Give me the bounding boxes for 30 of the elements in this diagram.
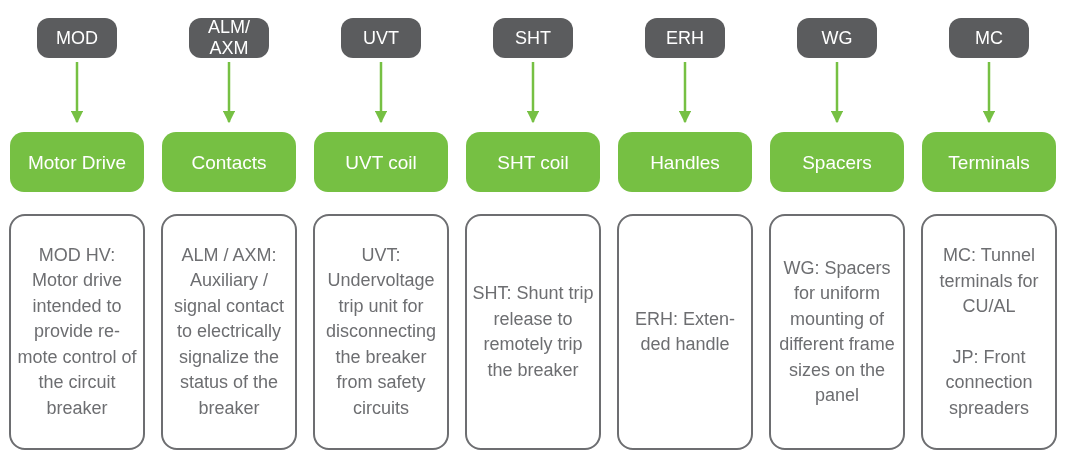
description-box: SHT: Shunt trip release to remotely trip the breaker: [465, 214, 601, 450]
code-label: MC: [949, 18, 1029, 58]
category-box: Motor Drive: [10, 132, 144, 192]
code-label: ALM/ AXM: [189, 18, 269, 58]
description-box: [921, 214, 1057, 450]
category-box: Contacts: [162, 132, 296, 192]
code-label: MOD: [37, 18, 117, 58]
description-box: WG: Spacers for uniform mounting of different frame sizes on the panel: [769, 214, 905, 450]
code-label: WG: [797, 18, 877, 58]
description-box: ERH: Exten-ded handle: [617, 214, 753, 450]
arrow: [70, 62, 84, 124]
description-text: MC: Tunnel terminals for CU/AL: [938, 244, 1040, 318]
arrow: [678, 62, 692, 124]
category-box: Spacers: [770, 132, 904, 192]
code-label: UVT: [341, 18, 421, 58]
category-box: SHT coil: [466, 132, 600, 192]
description-box: ALM / AXM: Auxiliary / signal contact to electrically signalize the status of the breaker: [161, 214, 297, 450]
category-box: UVT coil: [314, 132, 448, 192]
arrow: [830, 62, 844, 124]
description-box: MOD HV: Motor drive intended to provide re-mote control of the circuit breaker: [9, 214, 145, 450]
description-text: JP: Front connection spreaders: [944, 345, 1034, 420]
category-box: Handles: [618, 132, 752, 192]
category-box: Terminals: [922, 132, 1056, 192]
code-label: ERH: [645, 18, 725, 58]
arrow: [222, 62, 236, 124]
arrow: [526, 62, 540, 124]
code-label: SHT: [493, 18, 573, 58]
arrow: [982, 62, 996, 124]
arrow: [374, 62, 388, 124]
description-box: UVT: Undervoltage trip unit for disconnecting the breaker from safety circuits: [313, 214, 449, 450]
